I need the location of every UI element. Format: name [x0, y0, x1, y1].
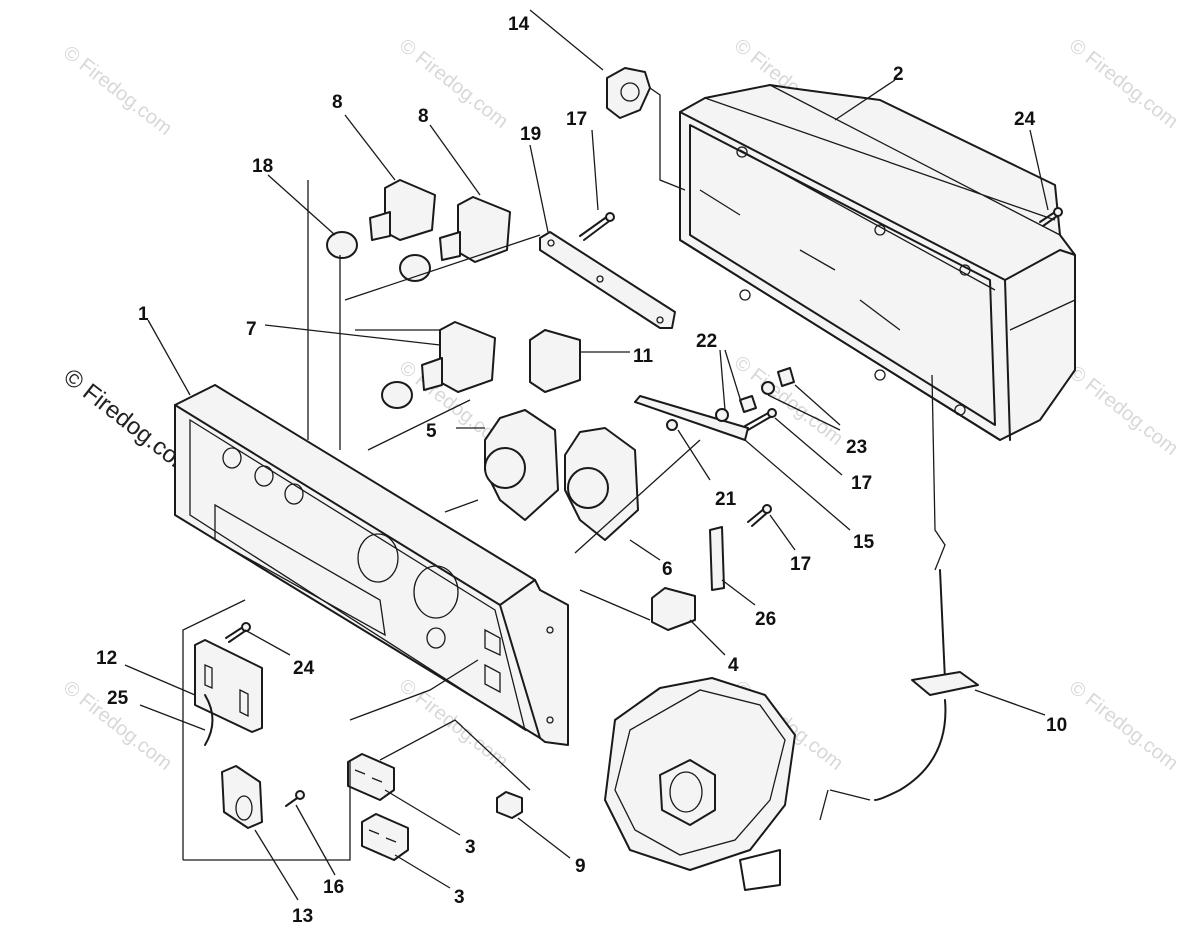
- screws-part-24: [225, 207, 1063, 643]
- callout-12: 12: [96, 648, 117, 669]
- bracket-part-19: [539, 231, 676, 329]
- callout-4: 4: [728, 655, 739, 676]
- grommet-part-14: [606, 67, 686, 191]
- watermark-2: © Firedog.com: [395, 35, 512, 133]
- callout-23: 23: [846, 437, 867, 458]
- callout-17c: 17: [790, 554, 811, 575]
- circuit-board-part-12: [194, 639, 263, 746]
- callout-3a: 3: [465, 837, 476, 858]
- receptacle-part-6: [564, 427, 639, 541]
- breaker-part-7: [421, 321, 496, 393]
- leader-lines: [124, 9, 1049, 901]
- callout-17a: 17: [566, 109, 587, 130]
- callout-21: 21: [715, 489, 737, 510]
- callout-24b: 24: [293, 658, 315, 679]
- switch-part-9: [496, 791, 523, 819]
- callout-10: 10: [1046, 715, 1067, 736]
- callout-19: 19: [520, 124, 541, 145]
- callout-8a: 8: [332, 92, 343, 113]
- callout-3b: 3: [454, 887, 465, 908]
- lamps-part-18: [326, 231, 431, 409]
- strap-part-26: [709, 526, 725, 591]
- callout-17b: 17: [851, 473, 872, 494]
- callout-8b: 8: [418, 106, 429, 127]
- switch-part-4: [651, 587, 696, 631]
- callout-7: 7: [246, 319, 257, 340]
- callout-5: 5: [426, 421, 437, 442]
- receptacles-part-3: [347, 753, 409, 861]
- callout-24a: 24: [1014, 109, 1036, 130]
- callout-22: 22: [696, 331, 717, 352]
- callout-1: 1: [138, 304, 149, 325]
- plate-part-15: [634, 367, 795, 441]
- callout-11: 11: [633, 346, 654, 367]
- back-box: [679, 84, 1076, 441]
- screws-part-17: [579, 212, 777, 527]
- callout-labels: 1 2 3 3 4 5 6 7 8 8 9 10 11 12 13 14 15 …: [96, 14, 1067, 927]
- watermark-1: © Firedog.com: [59, 42, 176, 140]
- callout-25: 25: [107, 688, 129, 709]
- callout-14: 14: [508, 14, 530, 35]
- callout-6: 6: [662, 559, 673, 580]
- switch-part-13: [221, 765, 305, 829]
- front-panel-part-1: [174, 384, 569, 746]
- callout-2: 2: [893, 64, 904, 85]
- end-housing: [604, 677, 796, 891]
- watermark-11: © Firedog.com: [1065, 677, 1180, 775]
- callout-9: 9: [575, 856, 586, 877]
- receptacle-part-5: [484, 409, 559, 521]
- callout-15: 15: [853, 532, 875, 553]
- callout-26: 26: [755, 609, 776, 630]
- callout-16: 16: [323, 877, 344, 898]
- block-part-11: [529, 329, 581, 393]
- callout-18: 18: [252, 156, 273, 177]
- breakers-part-8: [369, 179, 511, 263]
- watermark-7: © Firedog.com: [1065, 362, 1180, 460]
- callout-13: 13: [292, 906, 313, 927]
- harness-part-10: [874, 374, 979, 801]
- watermark-4: © Firedog.com: [1065, 35, 1180, 133]
